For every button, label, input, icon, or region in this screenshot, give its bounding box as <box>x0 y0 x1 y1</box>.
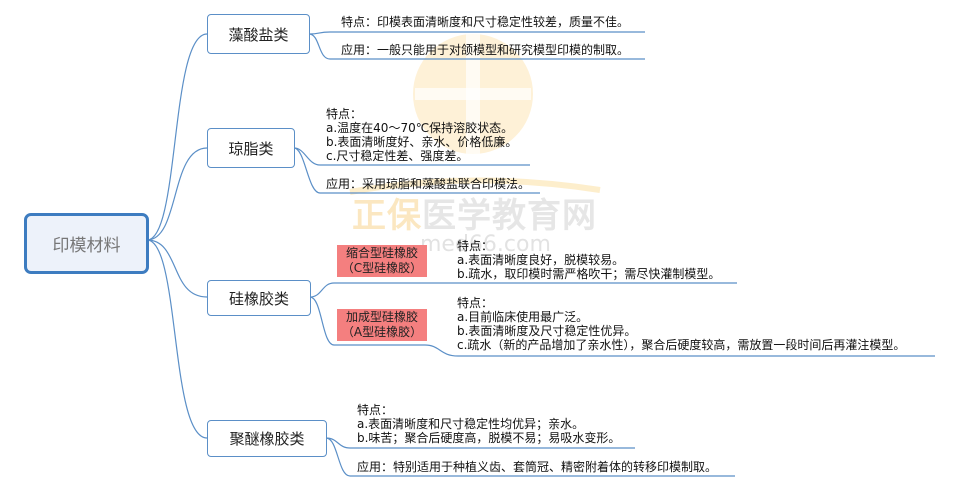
condensation-features: 特点： a.表面清晰度良好，脱模较易。 b.疏水，取印模时需严格吹干；需尽快灌制… <box>457 239 720 281</box>
watermark-url: med66.com <box>420 232 551 257</box>
feature-line: 特点： <box>457 296 494 310</box>
root-node[interactable]: 印模材料 <box>24 213 149 274</box>
sub-label: 缩合型硅橡胶 <box>345 246 418 260</box>
polyether-application: 应用：特别适用于种植义齿、套筒冠、精密附着体的转移印模制取。 <box>357 460 718 474</box>
node-polyether[interactable]: 聚醚橡胶类 <box>207 420 327 457</box>
node-condensation-silicone[interactable]: 缩合型硅橡胶 （C型硅橡胶） <box>337 245 427 277</box>
feature-line: b.表面清晰度及尺寸稳定性优异。 <box>457 324 637 338</box>
node-addition-silicone[interactable]: 加成型硅橡胶 （A型硅橡胶） <box>337 309 427 341</box>
agar-features: 特点： a.温度在40～70℃保持溶胶状态。 b.表面清晰度好、亲水、价格低廉。… <box>326 107 517 163</box>
node-agar[interactable]: 琼脂类 <box>207 128 295 168</box>
sub-label: （C型硅橡胶） <box>341 261 423 275</box>
feature-line: a.目前临床使用最广泛。 <box>457 310 589 324</box>
feature-line: c.尺寸稳定性差、强度差。 <box>326 149 469 163</box>
watermark-text: 正保医学教育网 <box>352 188 597 237</box>
feature-line: b.表面清晰度好、亲水、价格低廉。 <box>326 135 518 149</box>
feature-line: a.温度在40～70℃保持溶胶状态。 <box>326 121 514 135</box>
feature-line: 特点： <box>357 403 394 417</box>
watermark-brand: 正保 <box>352 196 422 236</box>
sub-label: （A型硅橡胶） <box>341 325 423 339</box>
feature-line: b.味苦；聚合后硬度高，脱模不易；易吸水变形。 <box>357 431 621 445</box>
feature-line: 特点： <box>457 239 494 253</box>
watermark-name: 医学教育网 <box>422 196 597 236</box>
feature-line: a.表面清晰度和尺寸稳定性均优异；亲水。 <box>357 417 585 431</box>
polyether-features: 特点： a.表面清晰度和尺寸稳定性均优异；亲水。 b.味苦；聚合后硬度高，脱模不… <box>357 403 620 445</box>
feature-line: a.表面清晰度良好，脱模较易。 <box>457 253 625 267</box>
alginate-features: 特点：印模表面清晰度和尺寸稳定性较差，质量不佳。 <box>341 15 630 29</box>
sub-label: 加成型硅橡胶 <box>345 310 418 324</box>
feature-line: b.疏水，取印模时需严格吹干；需尽快灌制模型。 <box>457 267 721 281</box>
node-alginate[interactable]: 藻酸盐类 <box>207 14 310 54</box>
feature-line: 特点： <box>326 107 363 121</box>
alginate-application: 应用：一般只能用于对颌模型和研究模型印模的制取。 <box>341 43 630 57</box>
addition-features: 特点： a.目前临床使用最广泛。 b.表面清晰度及尺寸稳定性优异。 c.疏水（新… <box>457 296 905 352</box>
node-silicone[interactable]: 硅橡胶类 <box>207 280 311 316</box>
feature-line: c.疏水（新的产品增加了亲水性），聚合后硬度较高，需放置一段时间后再灌注模型。 <box>457 338 906 352</box>
agar-application: 应用：采用琼脂和藻酸盐联合印模法。 <box>326 177 531 191</box>
